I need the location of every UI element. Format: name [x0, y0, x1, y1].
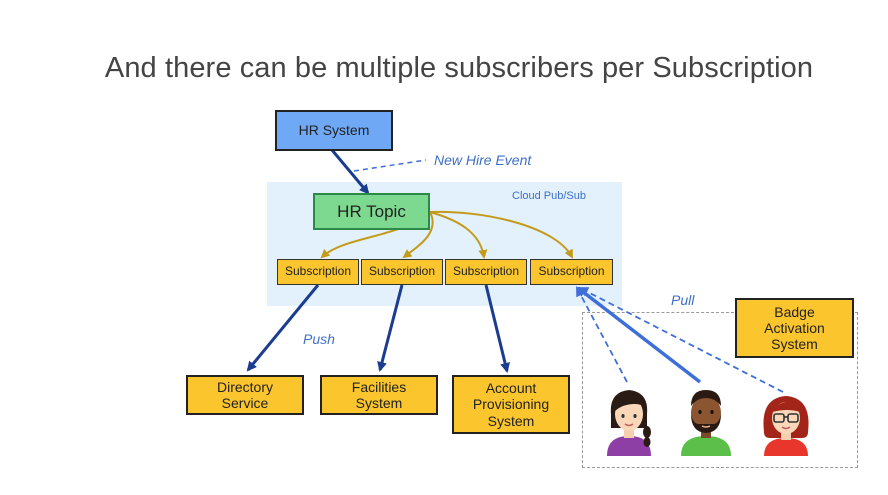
- subscription-box-3: Subscription: [445, 259, 527, 285]
- subscription-label-1: Subscription: [284, 264, 352, 279]
- arrow-sub3-to-account: [484, 284, 510, 373]
- arrow-topic-to-sub-4: [429, 210, 573, 259]
- subscription-label-2: Subscription: [368, 264, 436, 279]
- subscription-box-1: Subscription: [277, 259, 359, 285]
- cloud-pubsub-label: Cloud Pub/Sub: [512, 190, 586, 202]
- badge-activation-label: Badge Activation System: [764, 303, 825, 353]
- subscriber-woman-glasses-icon: [763, 396, 809, 456]
- account-provisioning-label: Account Provisioning System: [472, 380, 550, 429]
- directory-service-box: Directory Service: [186, 375, 304, 415]
- pull-arrow-subscriber-2: [576, 286, 702, 384]
- subscription-box-4: Subscription: [530, 259, 613, 285]
- push-label: Push: [303, 331, 335, 347]
- facilities-system-box: Facilities System: [320, 375, 438, 415]
- account-provisioning-box: Account Provisioning System: [452, 375, 570, 434]
- subscriber-man-beard-icon: [681, 390, 731, 456]
- hr-system-box: HR System: [275, 110, 393, 151]
- arrow-sub1-to-directory: [246, 284, 320, 372]
- hr-system-label: HR System: [298, 122, 370, 139]
- hr-topic-box: HR Topic: [313, 193, 430, 230]
- arrow-topic-to-sub-3: [429, 211, 488, 259]
- pull-label: Pull: [671, 292, 695, 308]
- subscriber-woman-braid-icon: [607, 390, 651, 456]
- arrow-sub2-to-facilities: [377, 284, 404, 372]
- new-hire-event-connector: [353, 159, 427, 172]
- badge-activation-box: Badge Activation System: [735, 298, 854, 358]
- directory-service-label: Directory Service: [216, 378, 273, 411]
- arrow-topic-to-sub-2: [402, 211, 434, 259]
- subscription-label-3: Subscription: [452, 264, 520, 279]
- facilities-system-label: Facilities System: [351, 378, 407, 411]
- subscription-label-4: Subscription: [538, 264, 605, 279]
- pull-arrow-subscriber-3: [578, 287, 784, 393]
- hr-topic-label: HR Topic: [337, 201, 406, 221]
- arrow-hr-system-to-topic: [330, 149, 370, 195]
- new-hire-event-label: New Hire Event: [434, 152, 532, 168]
- subscription-box-2: Subscription: [361, 259, 443, 285]
- pull-arrow-subscriber-1: [576, 286, 628, 383]
- slide-title: And there can be multiple subscribers pe…: [104, 52, 814, 84]
- pull-subscribers-group: [582, 312, 858, 468]
